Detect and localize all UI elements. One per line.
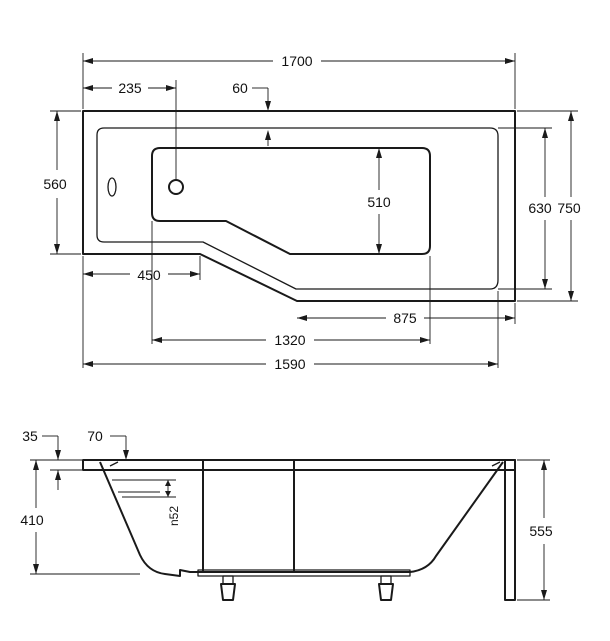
top-view-rim-inner (96, 127, 499, 290)
dim-length-without-panel: 1590 (83, 356, 498, 372)
foot-left (220, 575, 236, 601)
label-narrow-width: 630 (528, 200, 552, 216)
top-view-outer-outline (82, 110, 516, 302)
dim-inner-length: 1320 (152, 332, 430, 348)
label-max-width: 750 (557, 200, 581, 216)
label-outer-width: 560 (43, 176, 67, 192)
side-view-body (99, 461, 504, 577)
foot-right (378, 575, 394, 601)
label-tap-offset: 235 (118, 80, 142, 96)
side-view-rim (82, 459, 516, 471)
top-view-extension-lines (50, 53, 578, 368)
drain-detail (112, 479, 176, 498)
dim-max-width: 750 (557, 111, 581, 301)
label-inner-length: 1320 (274, 332, 305, 348)
label-rim-side: 70 (87, 428, 103, 444)
dim-wide-length: 875 (297, 310, 515, 326)
dim-tap-offset: 235 (83, 80, 176, 96)
dim-rim-side: 70 (87, 428, 129, 460)
label-drain-size: n52 (167, 506, 181, 526)
side-view-extension-lines (30, 459, 550, 601)
dim-narrow-width: 630 (528, 128, 552, 289)
label-rim-width: 60 (232, 80, 248, 96)
top-view: 1700 235 60 560 (43, 53, 581, 372)
label-panel-height: 555 (529, 523, 553, 539)
overflow-icon (107, 177, 117, 197)
dim-total-length: 1700 (83, 53, 515, 69)
label-height: 410 (20, 512, 44, 528)
label-wide-length: 875 (393, 310, 417, 326)
dim-rim-top: 35 (22, 428, 82, 490)
label-length-without-panel: 1590 (274, 356, 305, 372)
label-inner-width: 510 (367, 194, 391, 210)
dim-panel-height: 555 (529, 460, 553, 600)
side-view-lip (109, 461, 501, 467)
base-frame (197, 569, 411, 577)
label-rim-top: 35 (22, 428, 38, 444)
top-view-basin (151, 147, 431, 255)
dim-narrow-length: 450 (83, 267, 200, 283)
label-narrow-length: 450 (137, 267, 161, 283)
dim-drain-size: n52 (165, 480, 181, 526)
side-view: 35 70 410 n52 555 (20, 428, 553, 601)
label-total-length: 1700 (281, 53, 312, 69)
dim-outer-width: 560 (43, 111, 67, 254)
dim-height: 410 (20, 460, 44, 574)
dim-inner-width: 510 (367, 148, 391, 254)
dim-rim-width: 60 (232, 80, 271, 146)
front-panel (504, 459, 516, 601)
drain-icon (168, 179, 184, 195)
